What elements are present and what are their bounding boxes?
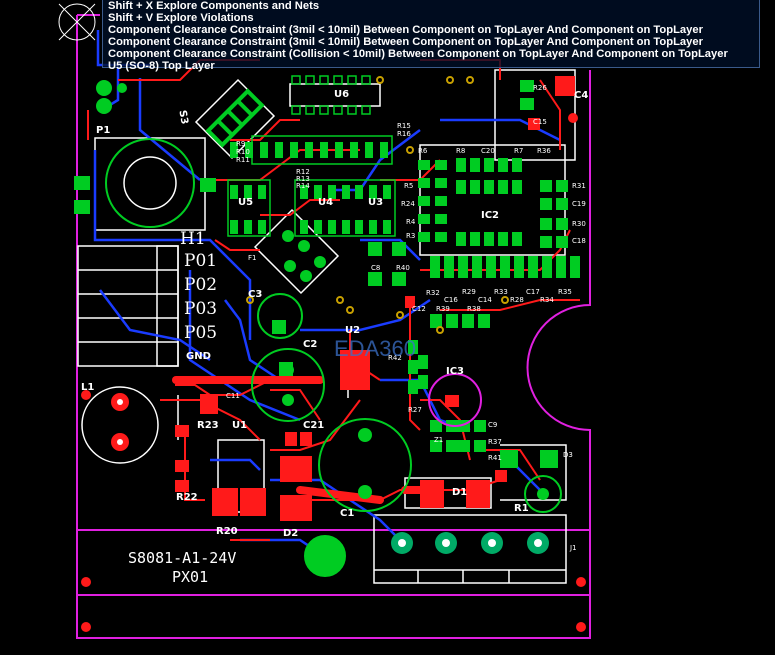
hint-line-violations: Shift + V Explore Violations [108,12,254,24]
label-c15: C15 [533,118,547,126]
label-r15: R15 [397,122,411,130]
label-r35: R35 [558,288,572,296]
label-r9: R9 [236,140,245,148]
label-r41: R41 [488,454,502,462]
label-p02: P02 [184,275,217,295]
label-ic3: IC3 [446,366,464,377]
smd-pads [175,76,575,521]
silk-labels: P1 S3 U6 H1 P01 P02 P03 P05 GND L1 C11 R… [81,84,588,586]
label-r32: R32 [426,289,440,297]
label-ic2: IC2 [481,210,499,221]
label-r13: R13 [296,175,310,183]
label-r28: R28 [510,296,524,304]
label-u5: U5 [238,197,253,208]
label-c2: C2 [303,339,317,350]
label-c8: C8 [371,264,380,272]
label-r4: R4 [406,218,416,226]
label-d2: D2 [283,528,298,539]
label-f1: F1 [248,254,256,262]
u6-pads [227,75,396,237]
label-p05: P05 [184,323,217,343]
label-r22: R22 [176,492,198,503]
label-r24: R24 [401,200,415,208]
violation-hint-panel: Shift + X Explore Components and Nets Sh… [102,0,760,72]
label-r33: R33 [494,288,508,296]
label-r14: R14 [296,182,310,190]
label-c20: C20 [481,147,495,155]
label-r23: R23 [197,420,219,431]
label-c16: C16 [444,296,458,304]
label-u1: U1 [232,420,247,431]
label-r10: R10 [236,148,250,156]
label-u3: U3 [368,197,383,208]
label-gnd: GND [186,351,211,362]
watermark-logo: EDA360 [334,336,416,361]
label-c18: C18 [572,237,586,245]
label-c9: C9 [488,421,497,429]
label-r31: R31 [572,182,586,190]
label-r29: R29 [462,288,476,296]
label-r7: R7 [514,147,523,155]
label-r6: R6 [418,147,428,155]
s3-switch [205,88,265,148]
label-r20: R20 [216,526,238,537]
label-c19: C19 [572,200,586,208]
label-r11: R11 [236,156,250,164]
label-d3: D3 [563,451,573,459]
board-name-label: S8081-A1-24V [128,549,236,567]
label-z1: Z1 [434,436,443,444]
label-c4: C4 [574,90,588,101]
label-c14: C14 [478,296,492,304]
hint-line-components-nets: Shift + X Explore Components and Nets [108,0,320,12]
board-outline [76,14,591,639]
label-r40: R40 [396,264,410,272]
violation-line-2[interactable]: Component Clearance Constraint (3mil < 1… [108,36,703,48]
label-j1: J1 [569,544,577,552]
label-r36: R36 [537,147,551,155]
via-layer [246,76,509,334]
crosshair-icon [58,3,96,41]
round-components [105,138,562,577]
label-h1: H1 [180,229,206,249]
label-r39: R39 [436,305,450,313]
board-rev-label: PX01 [172,568,208,586]
violation-line-1[interactable]: Component Clearance Constraint (3mil < 1… [108,24,703,36]
label-d1: D1 [452,487,467,498]
label-r34: R34 [540,296,554,304]
violation-line-3[interactable]: Component Clearance Constraint (Collisio… [108,48,728,60]
label-r8: R8 [456,147,465,155]
label-r12: R12 [296,168,310,176]
label-p1: P1 [96,125,110,136]
label-c17: C17 [526,288,540,296]
label-r5: R5 [404,182,413,190]
label-l1: L1 [81,382,94,393]
label-r30: R30 [572,220,586,228]
pad-layer [74,80,580,468]
label-r38: R38 [467,305,481,313]
label-r3: R3 [406,232,415,240]
label-c12: C12 [412,305,426,313]
label-r1: R1 [514,503,529,514]
label-r42: R42 [388,354,402,362]
label-u2: U2 [345,325,360,336]
label-c1: C1 [340,508,354,519]
label-c3: C3 [248,289,262,300]
through-hole-pads [81,80,586,632]
label-p01: P01 [184,251,217,271]
label-u4: U4 [318,197,333,208]
label-r37: R37 [488,438,502,446]
label-r26: R26 [533,84,547,92]
label-r16: R16 [397,130,411,138]
component-info-line[interactable]: U5 (SO-8) Top Layer [108,60,215,72]
label-c21: C21 [303,420,324,431]
label-u6: U6 [334,89,349,100]
label-r27: R27 [408,406,422,414]
label-c11: C11 [226,392,240,400]
label-p03: P03 [184,299,217,319]
label-s3: S3 [176,109,189,125]
